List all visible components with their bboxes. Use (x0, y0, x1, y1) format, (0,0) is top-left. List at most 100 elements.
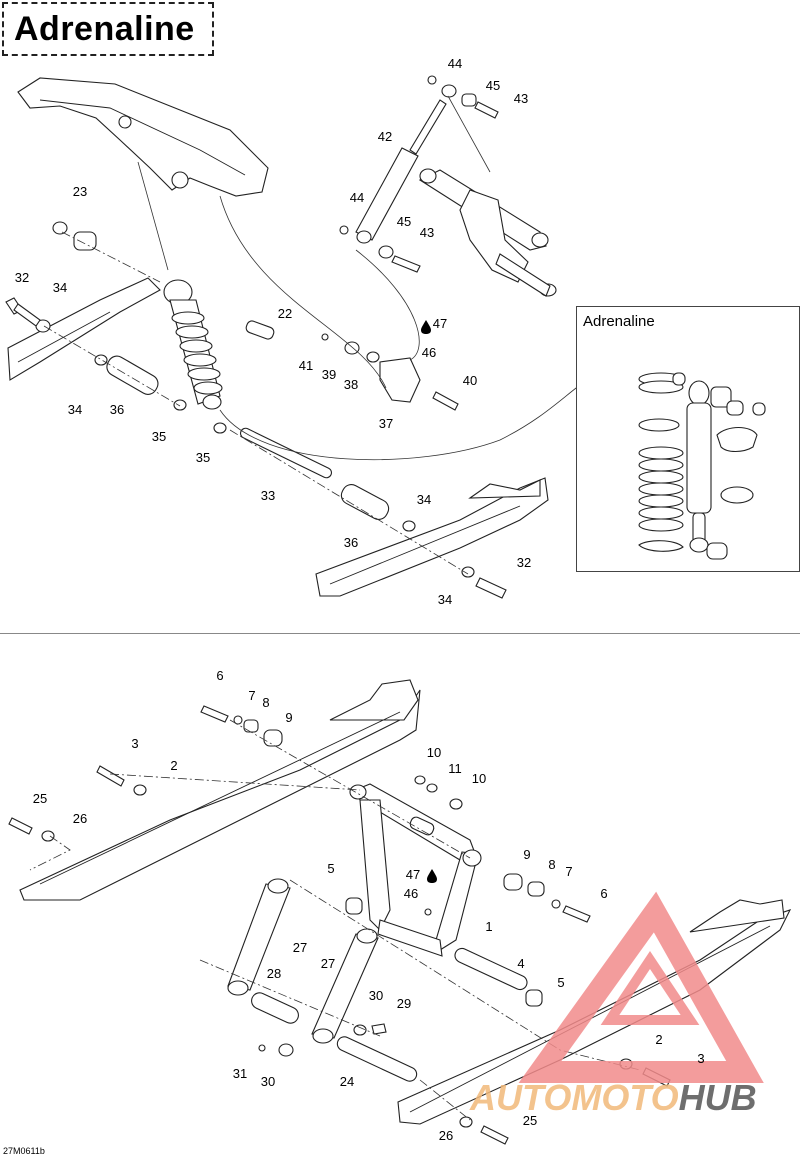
callout-b26a: 26 (73, 811, 87, 826)
callout-b28: 28 (267, 966, 281, 981)
inset-ring-21 (720, 486, 754, 504)
inset-cap-13 (716, 426, 758, 453)
callout-b26b: 26 (439, 1128, 453, 1143)
inset-shock-body (686, 380, 732, 553)
callout-b3a: 3 (131, 736, 138, 751)
callout-t45b: 45 (397, 214, 411, 229)
shock-detail-inset: Adrenaline (576, 306, 800, 572)
inset-title: Adrenaline (583, 313, 655, 330)
callout-t34d: 34 (438, 592, 452, 607)
diagram-title-box: Adrenaline (2, 2, 214, 56)
callout-b25b: 25 (523, 1113, 537, 1128)
front-arm-bracket (418, 168, 557, 297)
callout-b8b: 8 (548, 857, 555, 872)
rear-frame-assembly (17, 77, 269, 197)
callout-t33: 33 (261, 488, 275, 503)
bottom-centerline-1 (109, 773, 361, 791)
callout-t47a: 47 (433, 316, 447, 331)
callout-t43b: 43 (420, 225, 434, 240)
callout-t32b: 32 (517, 555, 531, 570)
callout-t44b: 44 (350, 190, 364, 205)
callout-b5a: 5 (327, 861, 334, 876)
callout-b10a: 10 (427, 745, 441, 760)
shock-detail-parts (638, 372, 766, 560)
front-arm-assembly (349, 783, 482, 957)
oil-drop-icon-lower (427, 869, 437, 883)
lower-right-rail (397, 899, 792, 1125)
callout-b46b: 46 (404, 886, 418, 901)
watermark-text: AUTOMOTOHUB (469, 1077, 757, 1118)
callout-t46a: 46 (422, 345, 436, 360)
inset-bushing-20 (706, 542, 728, 560)
callout-b27a: 27 (293, 940, 307, 955)
callout-t34a: 34 (53, 280, 67, 295)
callout-t35b: 35 (196, 450, 210, 465)
callout-b2a: 2 (170, 758, 177, 773)
oil-drop-icon (421, 320, 431, 334)
inset-clip-17 (638, 540, 684, 552)
bottom-centerline-6 (419, 1079, 471, 1121)
callout-t36a: 36 (110, 402, 124, 417)
rear-shock-absorber (163, 279, 223, 410)
callout-b7b: 7 (565, 864, 572, 879)
bottom-centerline-3 (229, 719, 471, 859)
callout-b25a: 25 (33, 791, 47, 806)
callout-t22: 22 (278, 306, 292, 321)
rear-arm-right (311, 928, 379, 1044)
bottom-centerline-2 (29, 835, 71, 871)
callout-b11: 11 (448, 761, 462, 776)
drawing-code: 27M0611b (3, 1146, 45, 1156)
top-arrow-2 (447, 95, 491, 173)
diagram-title: Adrenaline (14, 10, 195, 48)
callout-t32a: 32 (15, 270, 29, 285)
callout-b9b: 9 (523, 847, 530, 862)
lower-hardware (8, 705, 671, 1145)
inset-pin-19 (726, 400, 744, 416)
top-centerline-3 (229, 429, 469, 575)
callout-b3b: 3 (697, 1051, 704, 1066)
top-arrow-4 (355, 249, 420, 361)
inset-spring-14 (638, 446, 684, 532)
callout-t42: 42 (378, 129, 392, 144)
callout-t45a: 45 (486, 78, 500, 93)
callout-b6a: 6 (216, 668, 223, 683)
top-arrow-3 (219, 195, 387, 389)
callout-b27b: 27 (321, 956, 335, 971)
watermark-logo: AUTOMOTOHUB (469, 891, 764, 1118)
inset-spring-15 (638, 372, 684, 394)
callout-b30b: 30 (261, 1074, 275, 1089)
callout-b24: 24 (340, 1074, 354, 1089)
callout-b1: 1 (485, 919, 492, 934)
top-arrow-1 (137, 161, 169, 271)
callout-b9a: 9 (285, 710, 292, 725)
front-shock-absorber (355, 84, 457, 244)
bottom-centerline-4 (199, 959, 381, 1037)
rear-arm-left (227, 878, 291, 996)
top-centerline-2 (43, 325, 181, 407)
upper-right-rail (315, 477, 549, 597)
callout-t23: 23 (73, 184, 87, 199)
inset-bushing-18a (672, 372, 686, 386)
callout-t39: 39 (322, 367, 336, 382)
callout-b30a: 30 (369, 988, 383, 1003)
inset-connector (219, 384, 581, 461)
callout-t41: 41 (299, 358, 313, 373)
callout-b5b: 5 (557, 975, 564, 990)
callout-t35a: 35 (152, 429, 166, 444)
callout-b6b: 6 (600, 886, 607, 901)
lower-left-rail (19, 679, 421, 901)
callout-b47b: 47 (406, 867, 420, 882)
callout-b10b: 10 (472, 771, 486, 786)
callout-b31: 31 (233, 1066, 247, 1081)
upper-left-rail (7, 277, 161, 381)
callout-t37: 37 (379, 416, 393, 431)
section-divider (0, 633, 800, 634)
callout-t44a: 44 (448, 56, 462, 71)
callout-b4: 4 (517, 956, 524, 971)
callout-b2b: 2 (655, 1032, 662, 1047)
callout-t38: 38 (344, 377, 358, 392)
callout-b8a: 8 (262, 695, 269, 710)
callout-b29: 29 (397, 996, 411, 1011)
top-centerline-1 (61, 231, 161, 283)
